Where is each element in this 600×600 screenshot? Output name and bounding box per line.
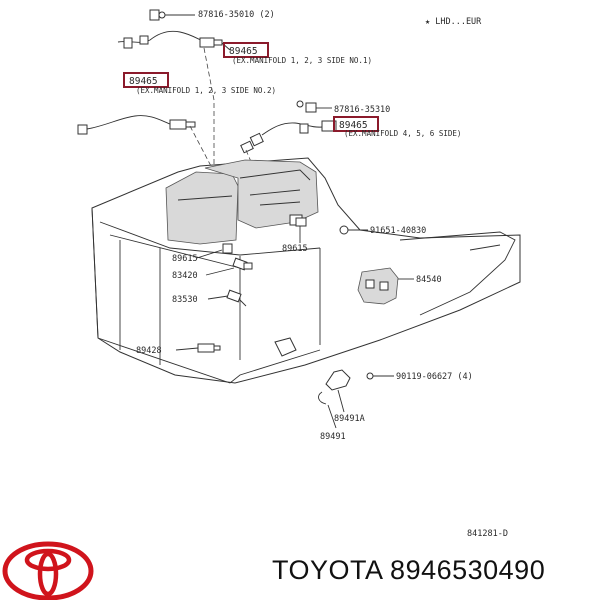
sensor-83530 — [226, 289, 247, 307]
callout-90119-06627: 90119-06627 (4) — [396, 372, 473, 382]
leader-line-top — [203, 47, 215, 165]
callout-83530: 83530 — [172, 295, 198, 305]
highlight-box-right — [333, 116, 379, 132]
oxygen-sensor-no2 — [77, 115, 196, 135]
leader-line-left — [189, 125, 213, 169]
callout-87816-35010: 87816-35010 (2) — [198, 10, 275, 20]
callout-89465-top: 89465 — [229, 46, 258, 57]
figure-code: 841281-D — [467, 529, 508, 539]
callout-87816-35310: 87816-35310 — [334, 105, 390, 115]
callout-89491: 89491 — [320, 432, 346, 442]
bolt-91651 — [339, 225, 368, 235]
callout-89615-mid: 89615 — [282, 244, 308, 254]
callout-84540: 84540 — [416, 275, 442, 285]
actuator-84540 — [357, 267, 414, 305]
callout-89615-left: 89615 — [172, 254, 198, 264]
callout-89465-right: 89465 — [339, 120, 368, 131]
oxygen-sensor-no1 — [117, 9, 231, 51]
callout-83420: 83420 — [172, 271, 198, 281]
highlight-box-top — [223, 42, 269, 58]
callout-89465-left: 89465 — [129, 76, 158, 87]
note-manifold-no1: (EX.MANIFOLD 1, 2, 3 SIDE NO.1) — [232, 56, 372, 65]
header-note: ★ LHD...EUR — [425, 17, 482, 27]
note-manifold-no2: (EX.MANIFOLD 1, 2, 3 SIDE NO.2) — [136, 86, 276, 95]
diagram-canvas: ★ LHD...EUR 87816-35010 (2) 89465 (EX.MA… — [77, 9, 521, 539]
toyota-logo-icon — [2, 541, 94, 600]
callout-91651-40830: 91651-40830 — [370, 226, 426, 236]
oxygen-sensor-right — [240, 100, 337, 154]
bracket-89491 — [318, 369, 394, 429]
part-number: 8946530490 — [390, 555, 546, 585]
brand-name: TOYOTA — [272, 555, 383, 585]
callout-89491A: 89491A — [334, 414, 365, 424]
callout-89428: 89428 — [136, 346, 162, 356]
sensor-89615-mid — [289, 214, 307, 243]
engine-assembly — [91, 157, 521, 384]
note-manifold-right: (EX.MANIFOLD 4, 5, 6 SIDE) — [344, 129, 461, 138]
sensor-89615-left — [222, 243, 233, 254]
product-caption: TOYOTA 8946530490 — [272, 555, 545, 586]
highlight-box-left — [123, 72, 169, 88]
sensor-83420 — [232, 257, 253, 271]
